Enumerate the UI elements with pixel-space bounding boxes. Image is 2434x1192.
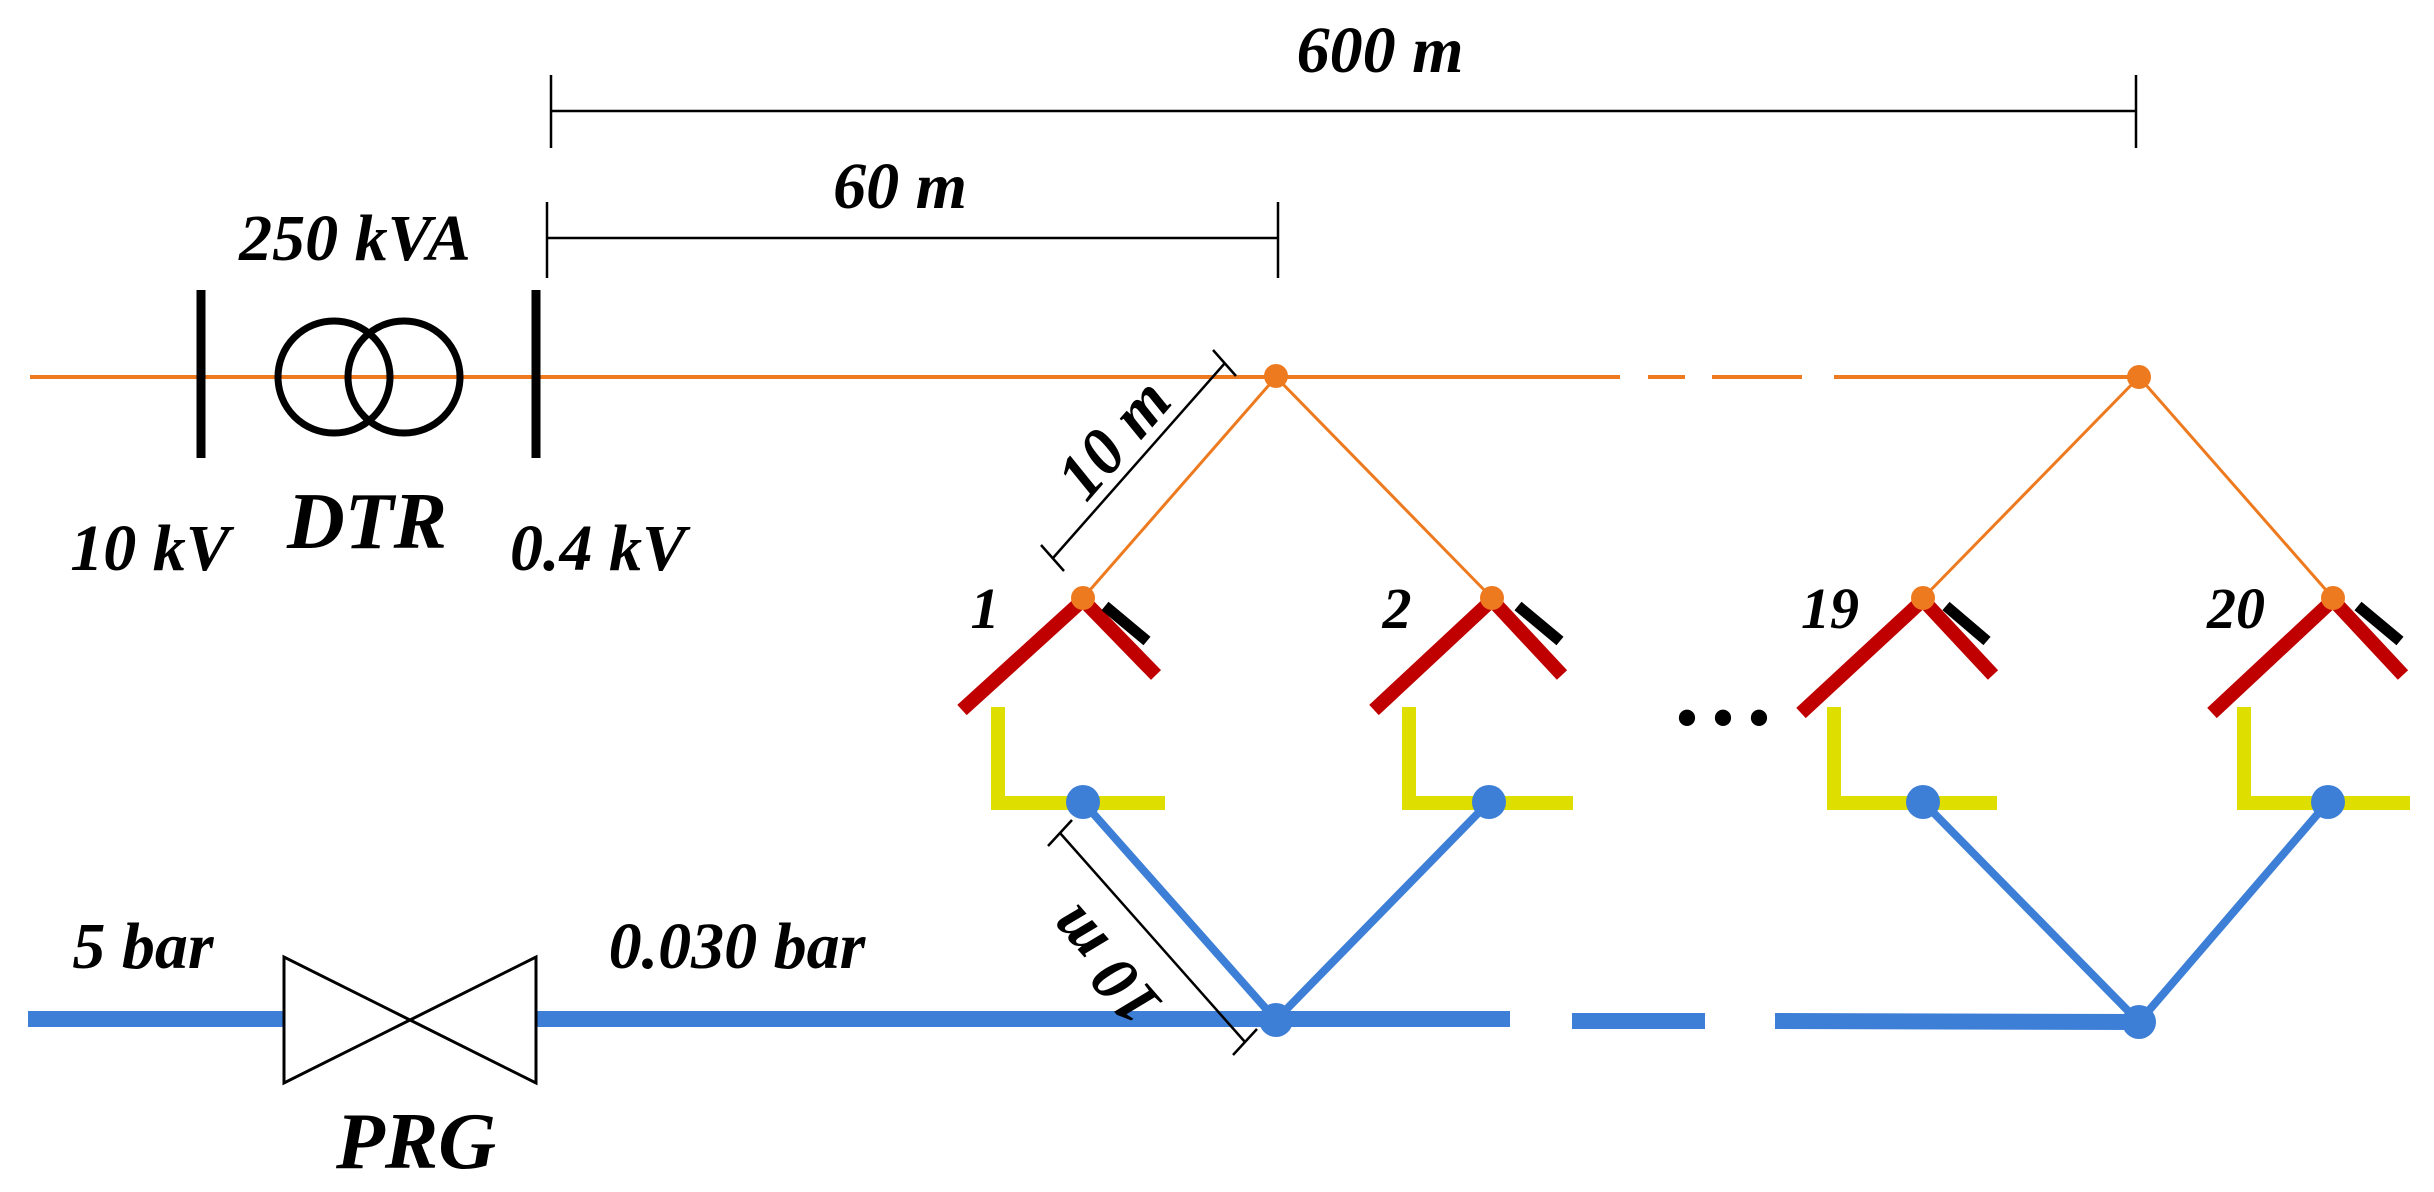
solar-panel bbox=[2354, 601, 2404, 646]
house-wall bbox=[991, 707, 1165, 810]
regulator-name-label: PRG bbox=[335, 1098, 496, 1186]
gas-tap-node bbox=[1259, 1003, 1293, 1037]
dimension-total-length-label: 600 m bbox=[1297, 14, 1464, 87]
power-service-drops bbox=[1081, 375, 2335, 600]
power-tap-node bbox=[2127, 365, 2151, 389]
house-power-node bbox=[1071, 586, 1095, 610]
house-label-1: 1 bbox=[971, 576, 1000, 641]
transformer-rating-label: 250 kVA bbox=[238, 202, 471, 275]
hv-voltage-label: 10 kV bbox=[70, 512, 235, 585]
gas-inlet-pressure-label: 5 bar bbox=[72, 910, 215, 983]
transformer-name-label: DTR bbox=[286, 478, 447, 566]
dimension-gas-service bbox=[1047, 819, 1258, 1056]
house-2 bbox=[1369, 586, 1573, 819]
house-label-2: 2 bbox=[1382, 576, 1412, 641]
gas-tap-node bbox=[2122, 1005, 2156, 1039]
dimension-first-house bbox=[545, 202, 1280, 278]
solar-panel bbox=[1101, 601, 1151, 646]
house-power-node bbox=[2321, 586, 2345, 610]
dimension-power-service bbox=[1040, 349, 1237, 572]
gas-service-pipes bbox=[1080, 799, 2332, 1025]
dimension-power-service-label: 10 m bbox=[1042, 364, 1185, 513]
houses-ellipsis: • • • bbox=[1676, 685, 1769, 751]
pressure-regulator-symbol bbox=[282, 954, 538, 1086]
dimension-first-house-label: 60 m bbox=[833, 150, 967, 223]
house-wall bbox=[2237, 707, 2410, 810]
solar-panel bbox=[1942, 601, 1991, 646]
solar-panel bbox=[1514, 601, 1564, 646]
power-nodes bbox=[1264, 364, 2151, 389]
transformer-symbol bbox=[274, 317, 464, 437]
gas-main bbox=[28, 1011, 2140, 1030]
house-19 bbox=[1796, 586, 1999, 819]
gas-outlet-pressure-label: 0.030 bar bbox=[609, 910, 867, 983]
house-1 bbox=[957, 586, 1165, 819]
power-tap-node bbox=[1264, 364, 1288, 388]
house-wall bbox=[1402, 707, 1573, 810]
dimension-total-length bbox=[549, 75, 2138, 148]
gas-nodes bbox=[1259, 1003, 2156, 1039]
house-label-19: 19 bbox=[1801, 576, 1859, 641]
lv-voltage-label: 0.4 kV bbox=[510, 512, 691, 585]
house-power-node bbox=[1911, 586, 1935, 610]
house-wall bbox=[1827, 707, 1997, 810]
house-power-node bbox=[1480, 586, 1504, 610]
house-label-20: 20 bbox=[2206, 576, 2265, 641]
